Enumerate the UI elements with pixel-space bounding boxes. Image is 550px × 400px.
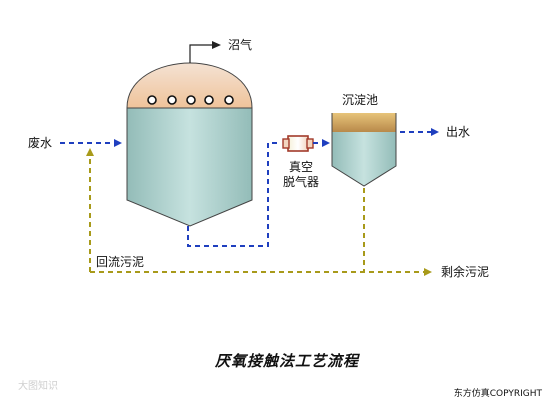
vacuum-degasser-label-line2: 脱气器 — [282, 175, 319, 189]
sedimentation-liquid — [332, 132, 396, 186]
copyright-notice: 东方仿真COPYRIGHT — [453, 389, 542, 399]
sludge-lines — [86, 148, 432, 276]
bubble — [147, 95, 157, 105]
excess-sludge-label: 剩余污泥 — [441, 265, 490, 279]
degasser-inlet-cap — [282, 138, 290, 149]
bubble — [204, 95, 214, 105]
reactor-to-degasser-line — [187, 142, 280, 247]
anaerobic-reactor — [126, 62, 253, 227]
sedimentation-top-layer — [332, 113, 396, 132]
vacuum-degasser-label-line1: 真空 — [288, 160, 313, 174]
vacuum-degasser — [282, 135, 314, 152]
gas-bubbles — [147, 95, 234, 105]
water-flow-lines — [60, 128, 439, 247]
sedimentation-outline — [331, 113, 397, 187]
outlet-water-label: 出水 — [446, 125, 471, 139]
reactor-liquid — [126, 107, 253, 227]
sedimentation-tank — [331, 113, 397, 187]
sedimentation-tank-label: 沉淀池 — [342, 93, 379, 107]
degasser-body — [287, 135, 309, 152]
bubble — [224, 95, 234, 105]
wastewater-label: 废水 — [28, 136, 53, 150]
watermark: 大图知识 — [18, 381, 58, 392]
bubble — [186, 95, 196, 105]
vacuum-degasser-label: 真空 脱气器 — [281, 160, 321, 190]
biogas-line — [189, 41, 221, 63]
return-sludge-label: 回流污泥 — [96, 255, 145, 269]
diagram-title: 厌氧接触法工艺流程 — [215, 352, 360, 370]
bubble — [167, 95, 177, 105]
biogas-label: 沼气 — [228, 38, 253, 52]
reactor-dome — [126, 62, 253, 109]
degasser-outlet-cap — [306, 138, 314, 149]
